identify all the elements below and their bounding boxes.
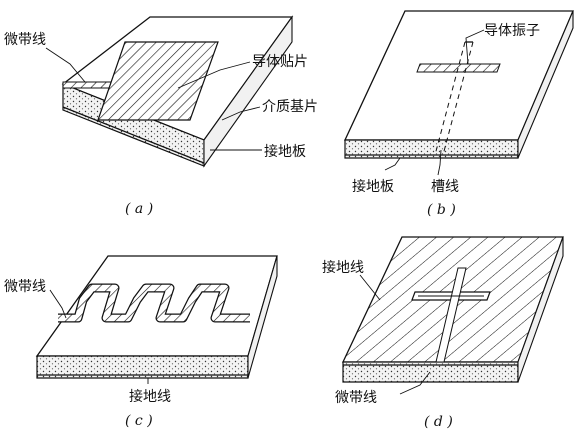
panel-b-right-side [517,10,574,159]
panel-a-caption: ( a ) [125,201,153,217]
panel-b-label-slot: 槽线 [431,179,459,195]
panel-d: 接地线 微带线 ( d ) [322,236,564,430]
panel-b-label-strip: 导体振子 [484,23,540,39]
panel-b-caption: ( b ) [427,202,456,218]
panel-d-right-side [517,236,564,383]
panel-b-label-ground: 接地板 [352,178,394,195]
panel-d-label-ground: 接地线 [322,259,364,276]
panel-b: 导体振子 接地板 槽线 ( b ) [343,10,574,218]
panel-a-label-patch: 导体贴片 [252,54,308,70]
panel-c-caption: ( c ) [125,413,153,429]
panel-d-caption: ( d ) [424,414,453,430]
panel-c-board-top [35,255,278,357]
panel-a-microstrip-line [62,81,113,89]
panel-c-label-ground: 接地线 [129,388,171,405]
panel-c: 微带线 接地线 ( c ) [4,255,278,429]
panel-d-feed-strip [435,267,467,363]
panel-a-label-substrate: 介质基片 [262,98,318,115]
panel-a-label-microstrip: 微带线 [4,32,46,48]
panel-c-meander-microstrip [58,284,250,322]
panel-a-right-side [203,15,293,168]
panel-a-label-ground: 接地板 [264,143,306,160]
panel-c-label-microstrip: 微带线 [4,279,46,295]
panel-a: 微带线 导体贴片 介质基片 接地板 ( a ) [4,15,318,217]
panel-a-conductor-patch [97,41,219,121]
panel-d-label-microstrip: 微带线 [335,390,377,406]
panel-b-conductor-strip [416,63,501,73]
panel-c-right-side [247,255,278,379]
